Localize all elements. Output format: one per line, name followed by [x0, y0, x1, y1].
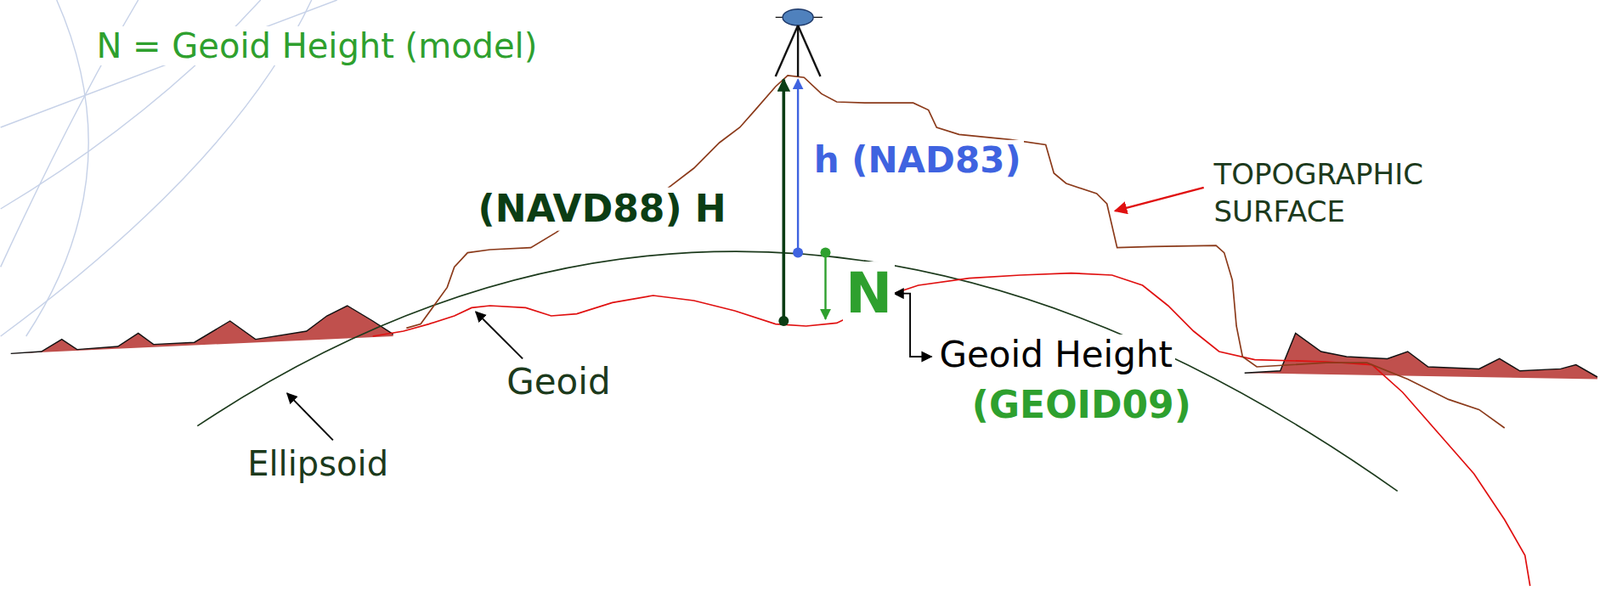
mountain-fill — [1244, 333, 1598, 379]
ellipsoid-curve — [197, 251, 1397, 492]
leader-line — [475, 311, 523, 359]
gps-tripod — [775, 9, 823, 77]
tripod-leg — [775, 25, 798, 77]
leader-arrow — [1114, 187, 1204, 212]
geoid-label: Geoid — [503, 361, 613, 403]
ellipsoid-height-label: h (NAD83) — [811, 139, 1024, 181]
ellipsoid-point — [792, 248, 803, 259]
geoid-curve — [373, 273, 1531, 587]
leader-line — [893, 293, 932, 357]
orthometric-height-arrow — [781, 79, 786, 322]
geoid-height-point — [820, 248, 832, 259]
surface-label: TOPOGRAPHIC SURFACE — [1210, 155, 1425, 231]
orthometric-height-label: (NAVD88) H — [475, 187, 730, 232]
geoid-point — [778, 316, 789, 327]
geoid-model-label: (GEOID09) — [969, 383, 1194, 427]
decorative-arc — [26, 0, 90, 337]
mountain-outline — [1244, 333, 1598, 378]
antenna-disc — [782, 9, 814, 26]
tripod-leg — [797, 25, 799, 77]
topographic-curve — [406, 75, 1504, 429]
geoid-height-label: Geoid Height — [936, 334, 1176, 376]
tripod-leg — [797, 25, 820, 77]
geoid-height-symbol: N — [842, 261, 895, 327]
ellipsoid-label: Ellipsoid — [244, 444, 391, 484]
leader-line — [287, 393, 334, 441]
geoid-height-arrow — [824, 253, 826, 320]
ellipsoid-height-arrow — [797, 79, 799, 254]
caption-label: N = Geoid Height (model) — [93, 26, 540, 66]
